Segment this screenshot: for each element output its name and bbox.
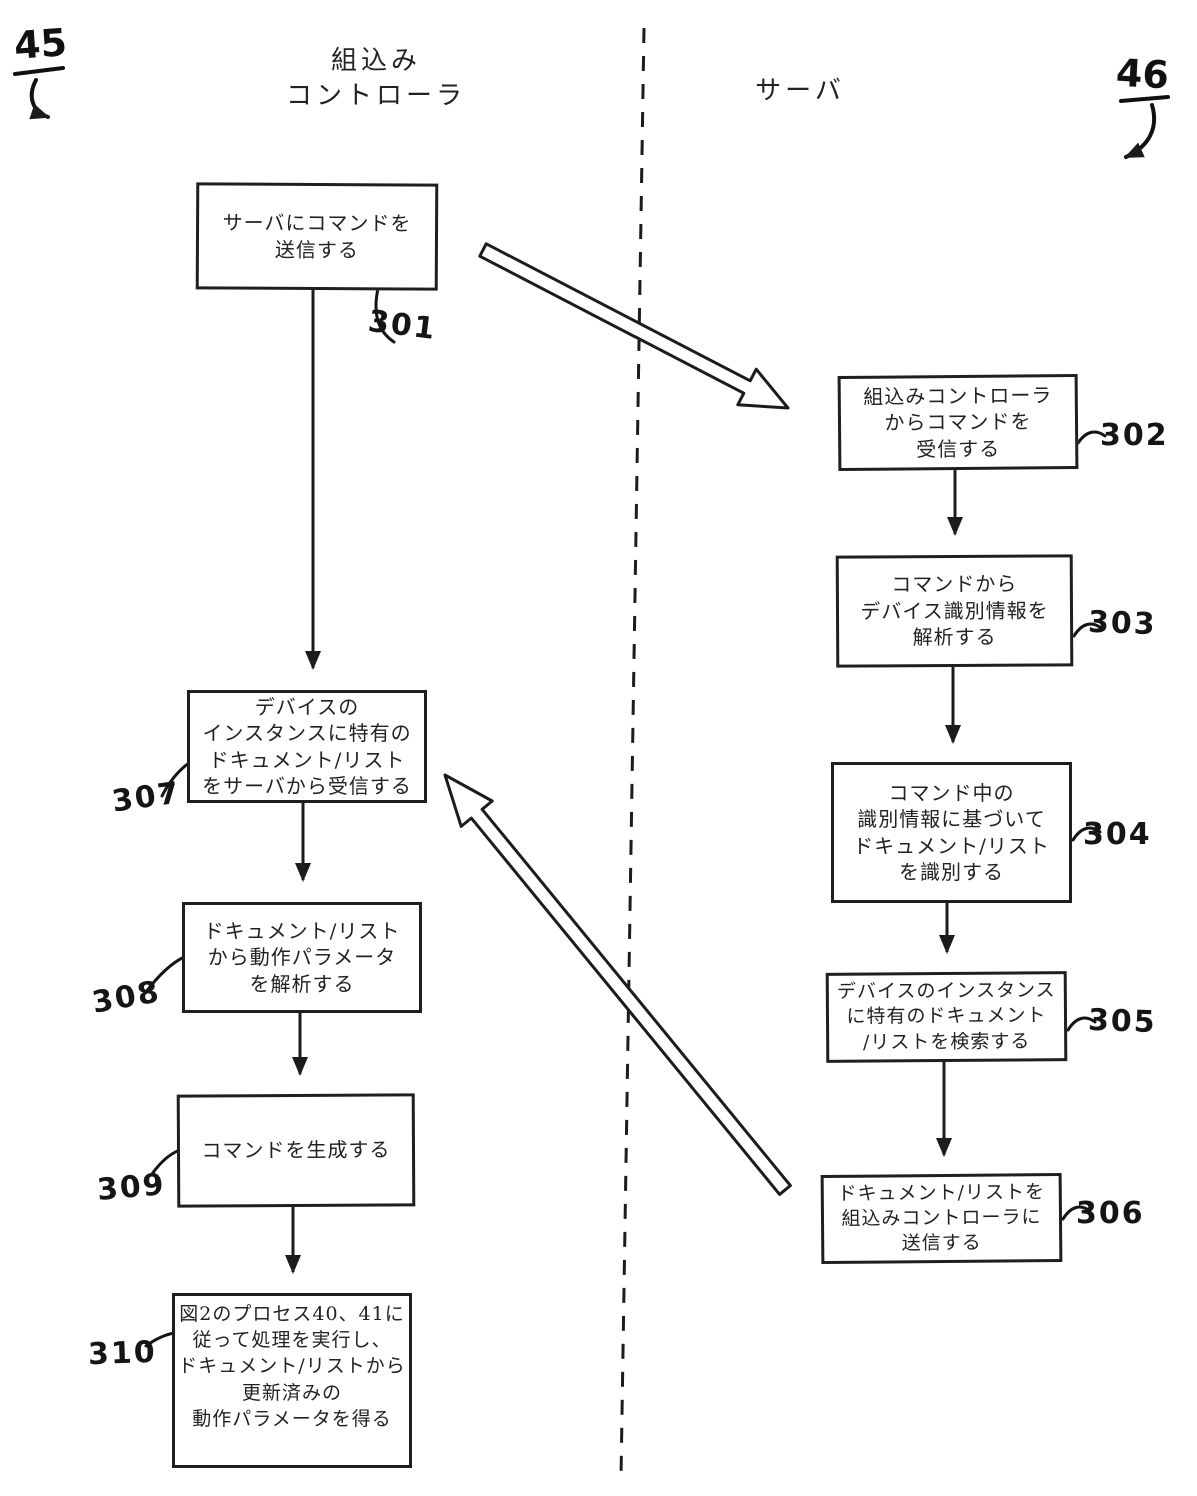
step-box-301: サーバにコマンドを 送信する [195, 182, 439, 291]
leader-306 [1061, 1205, 1092, 1221]
fig-ref-45-hook-arrow [29, 78, 50, 120]
step-ref-310: 310 [87, 1334, 158, 1373]
step-box-308: ドキュメント/リスト から動作パラメータ を解析する [182, 902, 422, 1013]
step-box-305-text: デバイスのインスタンス に特有のドキュメント /リストを検索する [836, 979, 1056, 1054]
leader-305 [1066, 1016, 1097, 1032]
step-ref-305: 305 [1087, 1002, 1158, 1041]
step-box-302-text: 組込みコントローラ からコマンドを 受信する [863, 383, 1053, 462]
step-box-302: 組込みコントローラ からコマンドを 受信する [837, 373, 1079, 472]
step-ref-304: 304 [1083, 817, 1152, 852]
step-box-303-text: コマンドから デバイス識別情報を 解析する [860, 572, 1049, 650]
fig-ref-46-hook-arrow [1124, 103, 1157, 159]
leader-302 [1076, 430, 1107, 445]
leader-304 [1071, 826, 1102, 842]
step-box-305: デバイスのインスタンス に特有のドキュメント /リストを検索する [825, 971, 1068, 1063]
leader-301 [374, 282, 396, 344]
step-box-307-text: デバイスの インスタンスに特有の ドキュメント/リスト をサーバから受信する [202, 694, 412, 798]
fig-ref-45-underline [13, 66, 65, 76]
step-box-309-text: コマンドを生成する [201, 1137, 391, 1163]
step-box-309: コマンドを生成する [176, 1093, 416, 1208]
fig-ref-46-underline [1119, 95, 1170, 103]
lane-title-embedded-controller: 組込み コントローラ [285, 46, 466, 112]
leader-303 [1072, 622, 1103, 638]
figure-ref-46: 46 [1114, 50, 1171, 98]
step-box-308-text: ドキュメント/リスト から動作パラメータ を解析する [203, 918, 401, 996]
step-box-304-text: コマンド中の 識別情報に基づいて ドキュメント/リスト を識別する [853, 780, 1050, 884]
cross-lane-arrow-301-to-302 [478, 242, 790, 410]
lane-title-server: サーバ [755, 76, 845, 106]
step-box-306-text: ドキュメント/リストを 組込みコントローラに 送信する [837, 1180, 1046, 1255]
figure-ref-45: 45 [12, 20, 69, 68]
cross-lane-arrow-306-to-307 [443, 773, 792, 1196]
step-box-310: 図2のプロセス40、41に 従って処理を実行し、 ドキュメント/リストから 更新… [172, 1293, 412, 1468]
step-box-307: デバイスの インスタンスに特有の ドキュメント/リスト をサーバから受信する [187, 690, 427, 803]
step-box-310-text: 図2のプロセス40、41に 従って処理を実行し、 ドキュメント/リストから 更新… [178, 1303, 406, 1430]
lane-divider-dashed-line [619, 27, 646, 1479]
step-box-301-text: サーバにコマンドを 送信する [222, 210, 412, 262]
step-ref-309: 309 [95, 1167, 168, 1208]
step-box-304: コマンド中の 識別情報に基づいて ドキュメント/リスト を識別する [831, 762, 1072, 903]
step-ref-303: 303 [1087, 604, 1158, 643]
leader-308 [144, 955, 186, 994]
step-box-303: コマンドから デバイス識別情報を 解析する [835, 554, 1074, 668]
step-ref-302: 302 [1100, 418, 1169, 453]
step-box-306: ドキュメント/リストを 組込みコントローラに 送信する [820, 1172, 1063, 1265]
step-ref-306: 306 [1076, 1196, 1145, 1231]
